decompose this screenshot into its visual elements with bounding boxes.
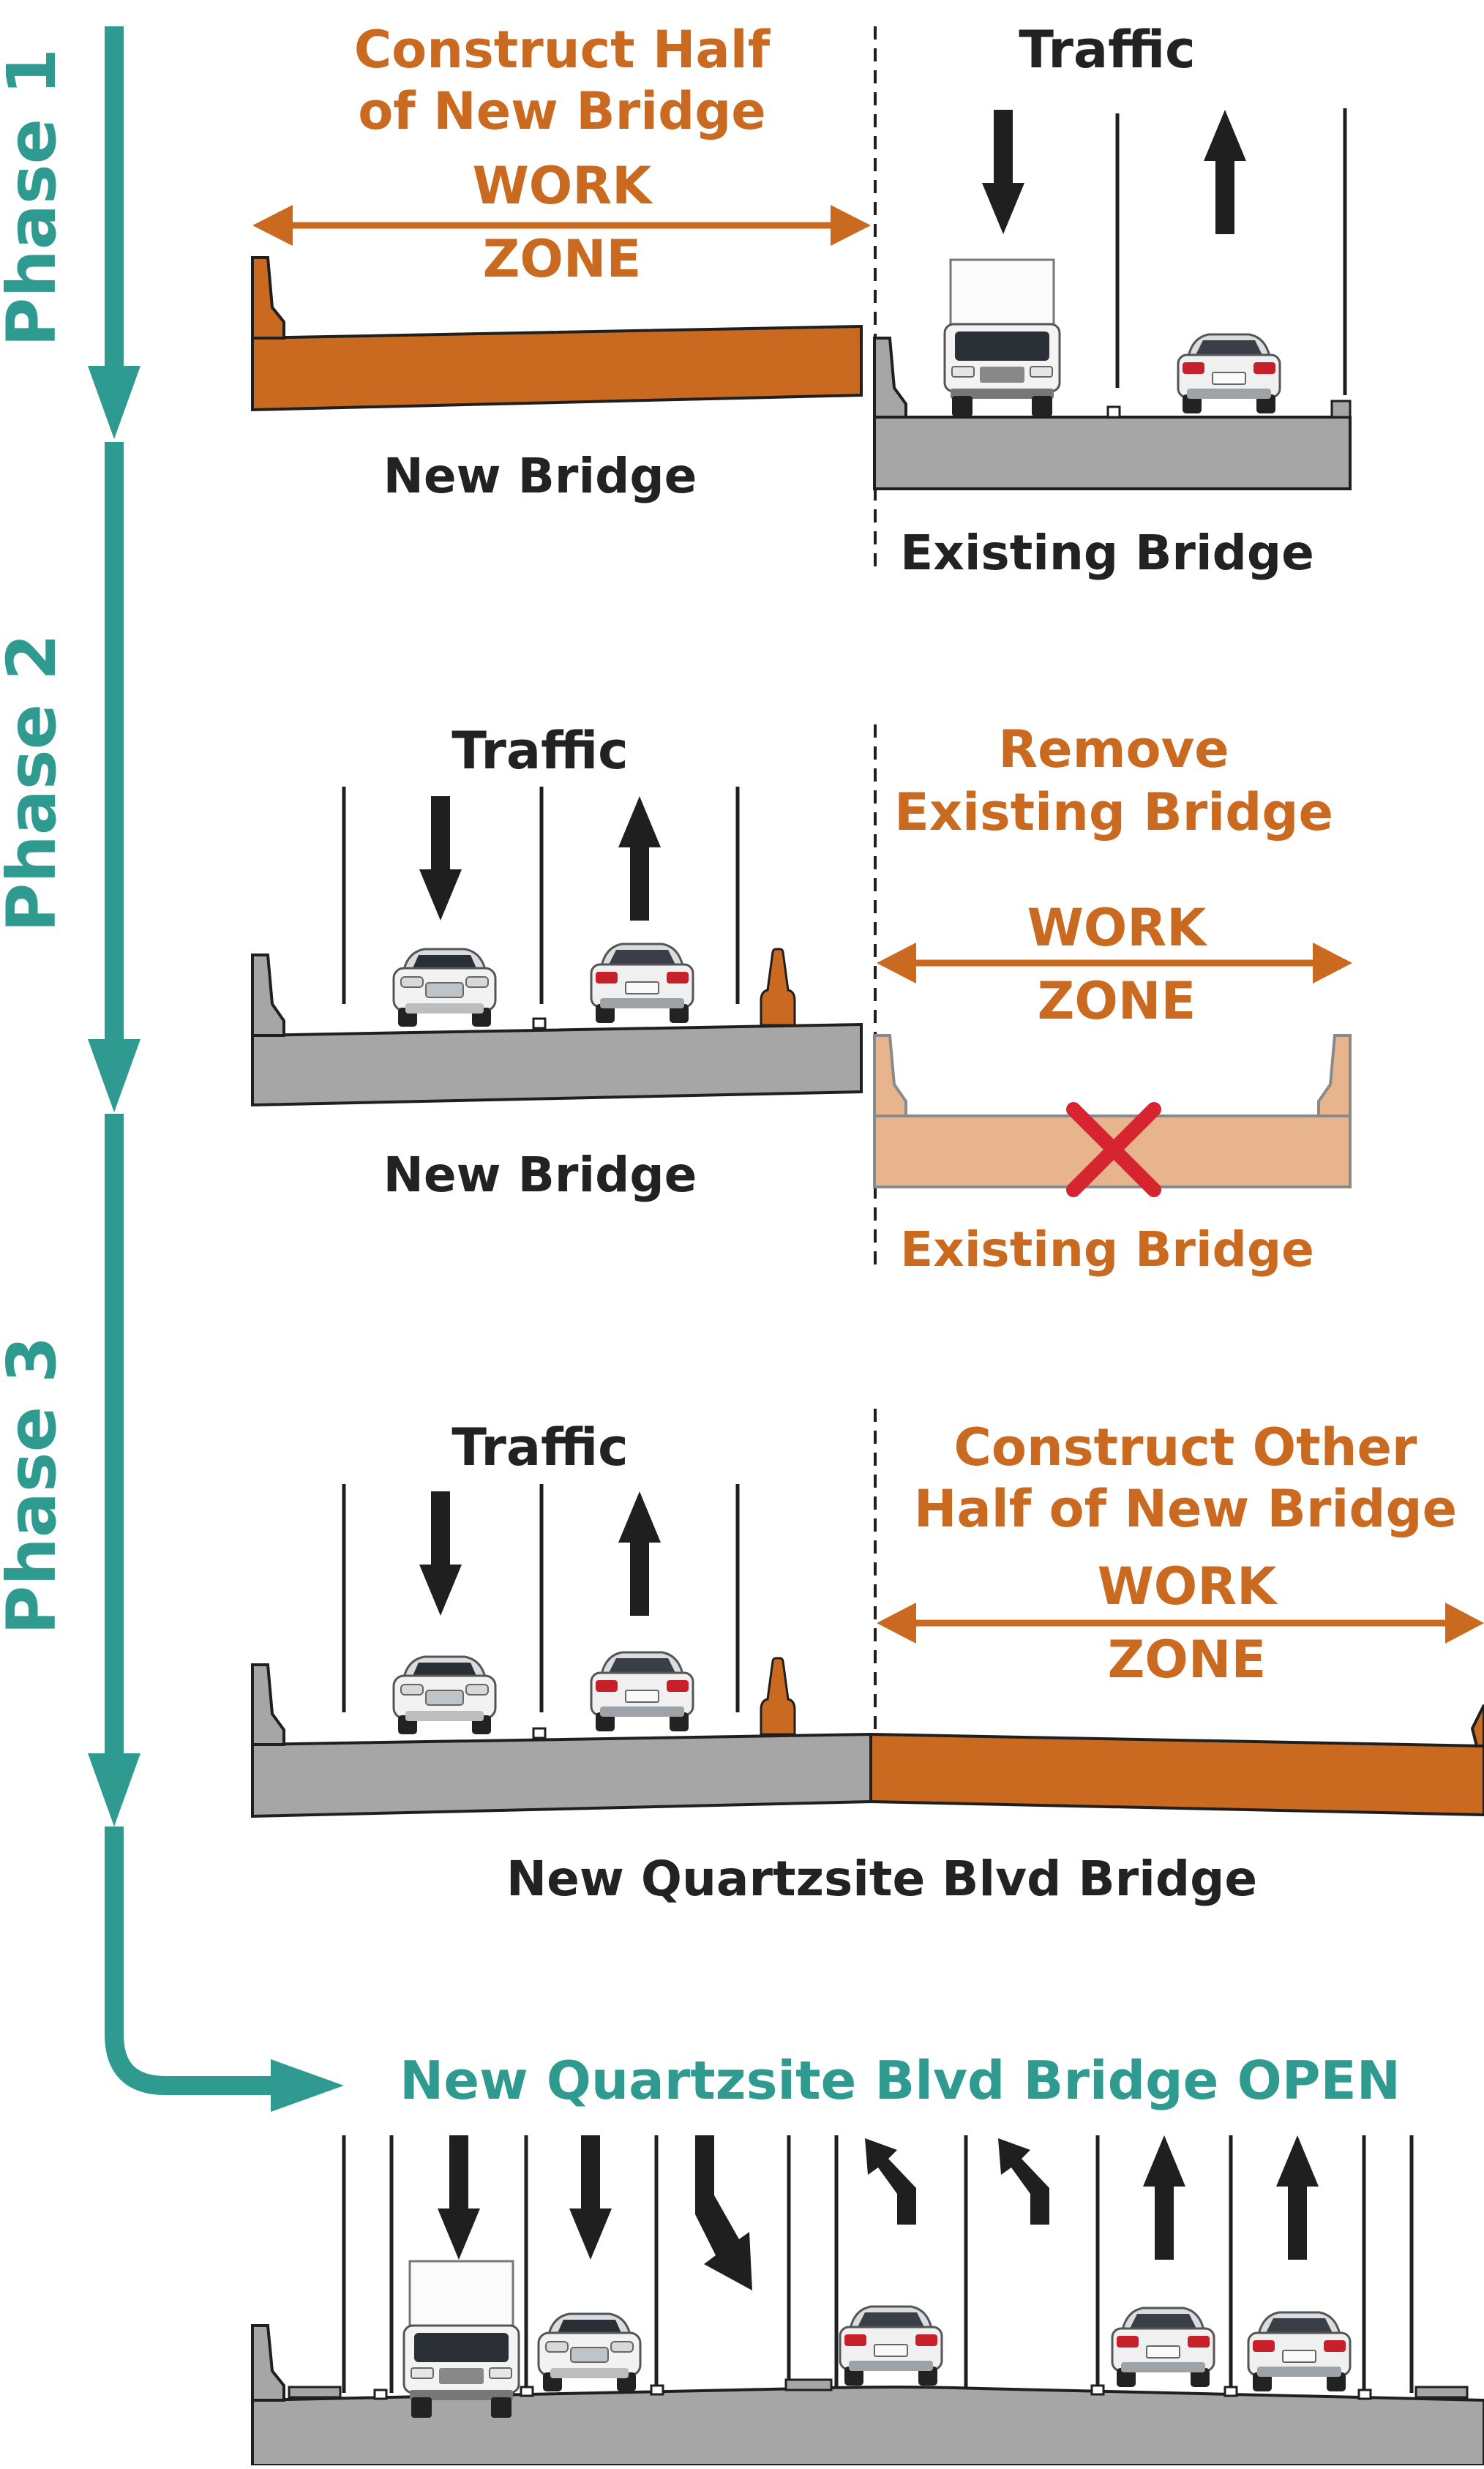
car (839, 2305, 943, 2387)
timeline-elbow (105, 1827, 278, 2095)
phase-1-new-bridge-label: New Bridge (383, 448, 697, 504)
phase-2-traffic-label: Traffic (451, 721, 628, 781)
arrow-down-icon (438, 2135, 480, 2260)
car (590, 943, 694, 1024)
arrow-up-icon (1204, 110, 1246, 234)
phase-2-existing-bridge-removal (873, 1034, 1352, 1197)
phase-3-title-line1: Construct Other (954, 1417, 1417, 1477)
arrow-turn-up-icon (998, 2138, 1049, 2225)
phase-1-existing-bridge-label: Existing Bridge (900, 525, 1314, 581)
phase-1-section: Construct Half of New Bridge WORK ZONE N… (251, 20, 1352, 581)
phase-3-bridge-deck (251, 1663, 1484, 1818)
final-lane-lines (342, 2135, 1414, 2393)
phase-2-section: Traffic New Bridge Remove Existing Bridg… (251, 719, 1352, 1278)
phase-2-existing-bridge-label: Existing Bridge (900, 1221, 1314, 1278)
phase-2-work-zone-arrow (877, 943, 1352, 984)
car (590, 1651, 694, 1733)
arrow-up-icon (1143, 2135, 1185, 2260)
phase-1-new-bridge-deck (251, 256, 863, 412)
phase-3-bridge-label: New Quartzsite Blvd Bridge (506, 1851, 1257, 1907)
timeline-bar-3 (105, 1114, 124, 1758)
arrow-up-icon (618, 1491, 661, 1616)
final-section: New Quartzsite Blvd Bridge OPEN (251, 2050, 1484, 2467)
final-open-label: New Quartzsite Blvd Bridge OPEN (400, 2050, 1401, 2111)
box-truck (943, 258, 1061, 418)
phase-2-title-line2: Existing Bridge (894, 782, 1333, 842)
phase-3-title-line2: Half of New Bridge (914, 1479, 1457, 1539)
phase-2-title-line1: Remove (998, 719, 1229, 779)
car (1177, 333, 1281, 415)
barrier-icon (760, 1657, 796, 1736)
timeline: Phase 1 Phase 2 Phase 3 (0, 26, 344, 2112)
arrow-down-icon (569, 2135, 612, 2260)
phase-1-work-label: WORK (473, 156, 654, 216)
arrow-turn-down-icon (695, 2135, 752, 2290)
phase-2-zone-label: ZONE (1038, 971, 1196, 1031)
phase-1-zone-label: ZONE (483, 229, 642, 289)
timeline-bar-2 (105, 442, 124, 1042)
phase-1-title-line2: of New Bridge (358, 81, 766, 141)
phase-2-new-bridge-label: New Bridge (383, 1147, 697, 1203)
timeline-arrowhead-3 (88, 1753, 140, 1827)
arrow-turn-up-icon (865, 2138, 916, 2225)
remove-x-icon (1066, 1102, 1161, 1197)
phase-1-title-line1: Construct Half (354, 20, 771, 80)
phase-2-work-label: WORK (1027, 898, 1209, 958)
car (392, 948, 497, 1028)
arrow-down-icon (419, 796, 462, 921)
timeline-arrowhead-1 (88, 366, 140, 439)
barrier-icon (760, 948, 796, 1027)
timeline-arrowhead-2 (88, 1039, 140, 1112)
arrow-down-icon (982, 110, 1024, 234)
phase-3-label: Phase 3 (0, 1336, 71, 1635)
arrow-up-icon (618, 796, 661, 921)
box-truck (402, 2260, 520, 2419)
car (1247, 2311, 1352, 2393)
car (1111, 2307, 1215, 2389)
phase-3-zone-label: ZONE (1108, 1630, 1267, 1690)
arrow-up-icon (1276, 2135, 1319, 2260)
phase-3-work-label: WORK (1098, 1556, 1279, 1616)
phase-1-traffic-label: Traffic (1019, 20, 1195, 80)
car (537, 2312, 642, 2393)
phase-3-work-zone-arrow (877, 1603, 1484, 1644)
timeline-bar-1 (105, 26, 124, 370)
phase-1-label: Phase 1 (0, 48, 71, 347)
timeline-arrowhead-final (271, 2059, 344, 2112)
car (392, 1655, 497, 1736)
final-bridge-deck (251, 2324, 1484, 2467)
arrow-down-icon (419, 1491, 462, 1616)
phase-1-existing-bridge-deck (873, 337, 1352, 490)
phase-1-work-zone-arrow (252, 205, 871, 246)
phase-2-new-bridge-deck (251, 953, 863, 1107)
phase-2-label: Phase 2 (0, 634, 71, 932)
phase-3-section: Traffic Construct Other Half of New Brid… (251, 1409, 1484, 1907)
phase-3-traffic-label: Traffic (451, 1417, 628, 1477)
